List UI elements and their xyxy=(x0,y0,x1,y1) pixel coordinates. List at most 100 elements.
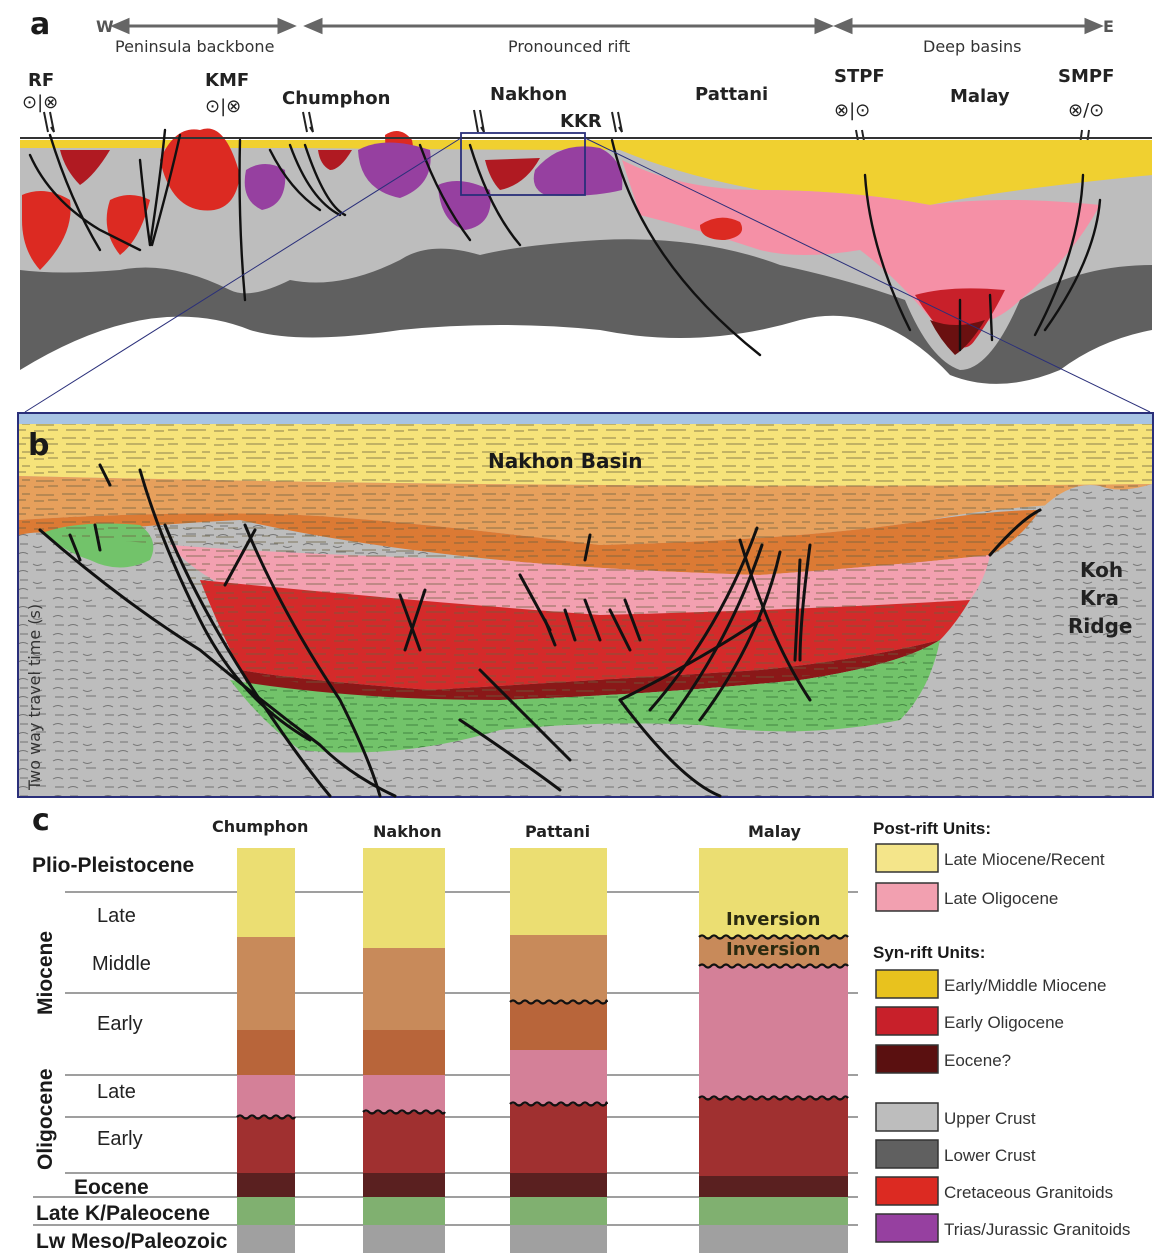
strat-segment xyxy=(363,1030,445,1075)
strat-segment xyxy=(699,1225,848,1253)
inversion-label-2: Inversion xyxy=(726,939,820,960)
y-axis-label: Two way travel time (s) xyxy=(25,604,44,791)
legend-label: Early/Middle Miocene xyxy=(944,976,1107,995)
strat-segment xyxy=(510,1197,607,1225)
strat-segment xyxy=(237,1197,295,1225)
domain-label-rift: Pronounced rift xyxy=(508,37,630,56)
legend-label: Lower Crust xyxy=(944,1146,1036,1165)
water-layer xyxy=(19,414,1152,424)
legend-swatch xyxy=(875,1213,939,1243)
strat-column-nakhon xyxy=(362,848,446,1253)
cret-granitoid-1 xyxy=(22,191,71,270)
panel-c-letter: c xyxy=(32,803,50,838)
domain-label-peninsula: Peninsula backbone xyxy=(115,37,274,56)
strat-segment xyxy=(699,1176,848,1197)
ridge-label-line-2: Kra xyxy=(1080,586,1119,610)
strat-segment xyxy=(237,1030,295,1075)
epoch-miocene-middle: Middle xyxy=(92,953,151,975)
post-rift-yellow xyxy=(20,140,1152,205)
west-label: W xyxy=(96,17,114,36)
epoch-miocene-late: Late xyxy=(97,905,136,927)
strat-column-chumphon xyxy=(236,848,296,1253)
strat-segment xyxy=(510,1173,607,1197)
strat-segment xyxy=(237,937,295,1030)
synrift-pocket-1 xyxy=(60,150,110,185)
strat-segment xyxy=(699,966,848,1098)
legend-swatch xyxy=(875,1176,939,1206)
unconformity-line xyxy=(236,1114,296,1120)
strat-segment xyxy=(510,935,607,1002)
panel-b-letter: b xyxy=(28,428,49,463)
ridge-label-line-1: Koh xyxy=(1080,558,1123,582)
epoch-oligocene: Oligocene xyxy=(34,1068,57,1170)
fault-sense-rf-icon: ⊙|⊗ xyxy=(22,92,58,113)
strat-segment xyxy=(510,1104,607,1173)
legend-heading-post-rift: Post-rift Units: xyxy=(873,819,991,838)
strat-columns xyxy=(236,848,849,1253)
domain-arrow-rift xyxy=(303,17,834,35)
fault-label-stpf: STPF xyxy=(834,66,885,87)
panel-a: a W E Peninsula backbone Pronounced rift… xyxy=(20,7,1152,413)
epoch-lw-meso-paleozoic: Lw Meso/Paleozoic xyxy=(36,1230,228,1253)
panel-a-letter: a xyxy=(30,7,50,42)
epoch-miocene: Miocene xyxy=(34,931,57,1015)
legend-swatch xyxy=(875,1139,939,1169)
fault-lines xyxy=(28,128,1102,357)
domain-arrow-deep-basins xyxy=(833,17,1104,35)
unconformity-line xyxy=(509,1101,609,1107)
strat-segment xyxy=(699,1098,848,1176)
strat-segment xyxy=(510,848,607,935)
fault-label-kmf: KMF xyxy=(205,70,249,91)
fault-sense-stpf-icon: ⊗|⊙ xyxy=(834,100,870,121)
fault-label-rf: RF xyxy=(28,70,54,91)
panel-c: c Plio-Pleistocene Miocene Late Middle E… xyxy=(32,803,1130,1253)
legend-swatch xyxy=(875,1006,939,1036)
seismic-title: Nakhon Basin xyxy=(488,449,642,473)
legend-heading-syn-rift: Syn-rift Units: xyxy=(873,943,985,962)
legend-swatch xyxy=(875,969,939,999)
column-title-pattani: Pattani xyxy=(525,822,590,841)
strat-segment xyxy=(363,1197,445,1225)
strat-segment xyxy=(237,1225,295,1253)
fault-label-smpf: SMPF xyxy=(1058,66,1114,87)
unconformity-line xyxy=(362,1109,446,1115)
cross-section xyxy=(20,128,1152,413)
domain-label-deep-basins: Deep basins xyxy=(923,37,1021,56)
epoch-plio-pleistocene: Plio-Pleistocene xyxy=(32,854,194,877)
legend: Post-rift Units: Syn-rift Units: Late Mi… xyxy=(873,819,1130,1243)
legend-label: Late Miocene/Recent xyxy=(944,850,1105,869)
legend-swatch xyxy=(875,843,939,873)
strat-segment xyxy=(510,1050,607,1104)
legend-label: Late Oligocene xyxy=(944,889,1058,908)
epoch-late-k-paleocene: Late K/Paleocene xyxy=(36,1202,210,1225)
legend-label: Cretaceous Granitoids xyxy=(944,1183,1113,1202)
late-oligocene-pink xyxy=(622,160,1100,330)
strat-segment xyxy=(237,1117,295,1173)
legend-swatch xyxy=(875,1102,939,1132)
inset-box xyxy=(460,132,586,196)
strat-segment xyxy=(237,848,295,937)
epoch-oligocene-early: Early xyxy=(97,1128,143,1150)
unconformity-line xyxy=(509,999,609,1005)
legend-swatch xyxy=(875,882,939,912)
strat-segment xyxy=(363,1173,445,1197)
epoch-eocene: Eocene xyxy=(74,1176,149,1199)
fault-sense-smpf-icon: ⊗/⊙ xyxy=(1068,100,1104,121)
unconformity-line xyxy=(698,1095,849,1101)
legend-label: Eocene? xyxy=(944,1051,1011,1070)
domain-arrow-peninsula xyxy=(110,17,297,35)
strat-segment xyxy=(363,1075,445,1112)
strat-segment xyxy=(699,848,848,937)
basin-label-chumphon: Chumphon xyxy=(282,88,390,109)
synrift-pocket-3 xyxy=(485,158,540,190)
epoch-miocene-early: Early xyxy=(97,1013,143,1035)
strat-segment xyxy=(510,1225,607,1253)
basin-label-kkr: KKR xyxy=(560,111,602,132)
column-title-chumphon: Chumphon xyxy=(212,817,308,836)
trias-granitoid-4 xyxy=(533,146,623,196)
strat-segment xyxy=(699,937,848,966)
ridge-label-line-3: Ridge xyxy=(1068,614,1132,638)
unconformity-line xyxy=(698,934,849,940)
